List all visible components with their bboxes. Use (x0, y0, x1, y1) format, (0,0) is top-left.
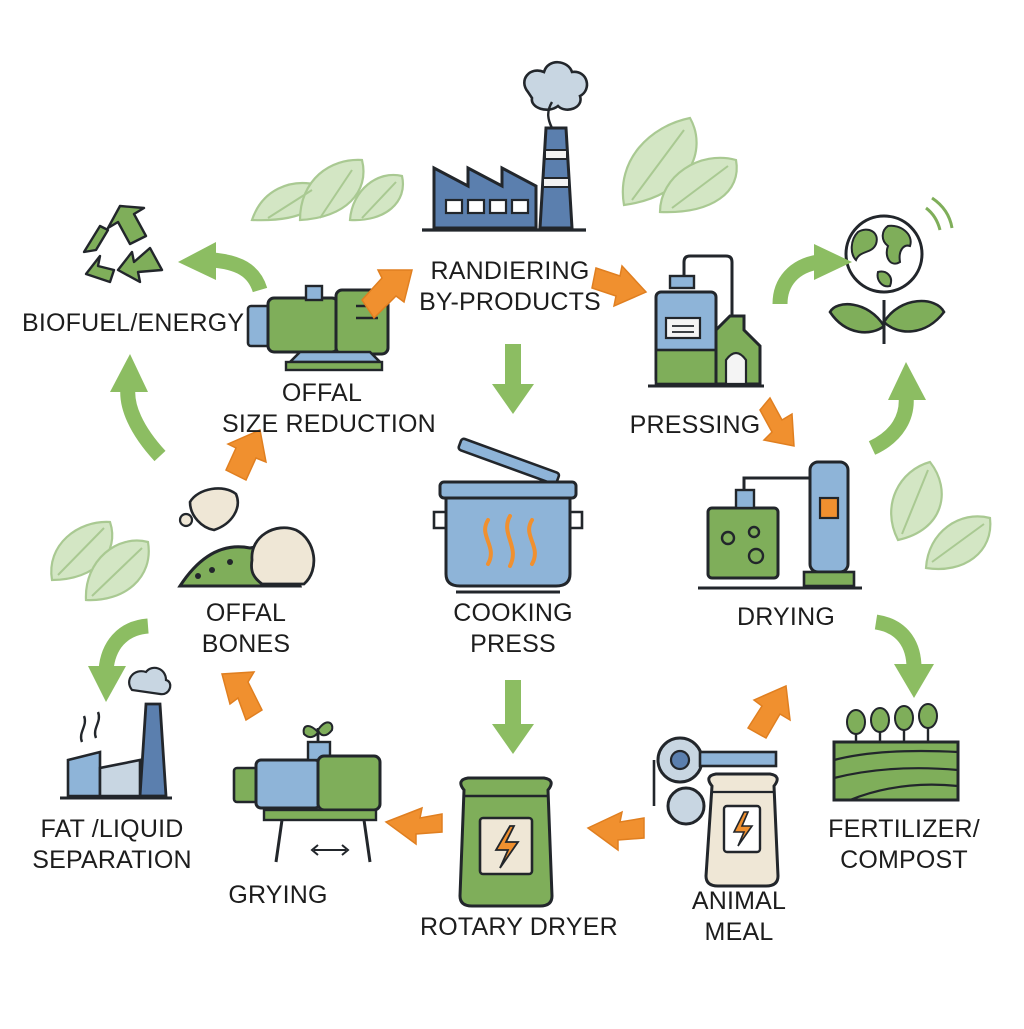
feed-bag-icon (458, 776, 554, 908)
arrow-pump-to-offal (221, 671, 263, 722)
grinder-icon (246, 284, 390, 372)
arrow-drying-to-sprout (868, 362, 926, 455)
label-drying: DRYING (716, 602, 856, 633)
arrow-cycle-up-left (110, 354, 166, 462)
label-grying: GRYING (214, 880, 342, 911)
arrow-grinder-to-biofuel (178, 242, 268, 293)
label-rendering-by-products: RANDIERING BY-PRODUCTS (404, 256, 616, 318)
dryer-tower-icon (698, 460, 862, 590)
label-line: DRYING (737, 603, 835, 631)
label-biofuel-energy: BIOFUEL/ENERGY (22, 308, 245, 339)
arrow-offal-to-grinder (225, 428, 267, 482)
label-line: COMPOST (840, 846, 968, 874)
label-line: OFFAL (205, 599, 287, 627)
arrow-pressing-to-drying (759, 396, 795, 447)
arrow-drying-to-fertilizer (874, 614, 934, 698)
label-line: SEPARATION (32, 846, 192, 874)
leaf-icon (621, 116, 738, 214)
arrow-mealbag-to-feedbag (586, 810, 645, 852)
label-line: PRESSING (629, 411, 761, 439)
label-line: COOKING (453, 599, 573, 627)
leaf-icon (50, 520, 150, 602)
arrow-offal-to-fat (88, 618, 150, 702)
label-line: BY-PRODUCTS (419, 288, 601, 316)
press-machine-icon (648, 254, 764, 388)
label-line: GRYING (228, 881, 328, 909)
arrow-cooking-to-rotary (492, 680, 534, 754)
label-line: PRESS (470, 630, 556, 658)
label-offal-size-reduction: OFFAL SIZE REDUCTION (222, 378, 436, 440)
label-line: FAT /LIQUID (40, 815, 184, 843)
label-fertilizer-compost: FERTILIZER/ COMPOST (820, 814, 988, 876)
arrow-rendering-to-pressing (591, 264, 648, 308)
label-line: MEAL (704, 918, 774, 946)
arrow-meal-to-drying (746, 684, 791, 740)
leaf-icon (250, 158, 405, 222)
label-fat-liquid-separation: FAT /LIQUID SEPARATION (28, 814, 196, 876)
arrow-grinder-to-rendering (361, 269, 413, 320)
label-line: RANDIERING (430, 257, 590, 285)
label-offal-bones: OFFAL BONES (176, 598, 316, 660)
label-line: ANIMAL (691, 887, 787, 915)
fat-plant-icon (60, 666, 172, 800)
factory-icon (422, 60, 589, 232)
sprout-icon (828, 299, 946, 344)
recycle-icon (82, 204, 164, 284)
earth-icon (844, 196, 954, 294)
pump-icon (232, 721, 382, 863)
label-line: OFFAL (281, 379, 363, 407)
label-pressing: PRESSING (620, 410, 770, 441)
arrow-feedbag-to-pump (384, 806, 443, 846)
meal-bag-icon (652, 736, 780, 888)
label-line: SIZE REDUCTION (222, 410, 436, 438)
label-line: BIOFUEL/ENERGY (22, 309, 245, 337)
label-rotary-dryer: ROTARY DRYER (420, 912, 618, 943)
leaf-icon (890, 460, 992, 571)
label-cooking-press: COOKING PRESS (436, 598, 590, 660)
label-line: BONES (201, 630, 291, 658)
cooking-pot-icon (432, 437, 584, 594)
label-line: ROTARY DRYER (420, 913, 618, 941)
field-icon (832, 703, 960, 802)
offal-pile-icon (177, 487, 316, 588)
arrow-rendering-to-cooking (492, 344, 534, 414)
arrow-pressing-to-earth (772, 244, 852, 305)
label-animal-meal: ANIMAL MEAL (672, 886, 806, 948)
label-line: FERTILIZER/ (828, 815, 980, 843)
